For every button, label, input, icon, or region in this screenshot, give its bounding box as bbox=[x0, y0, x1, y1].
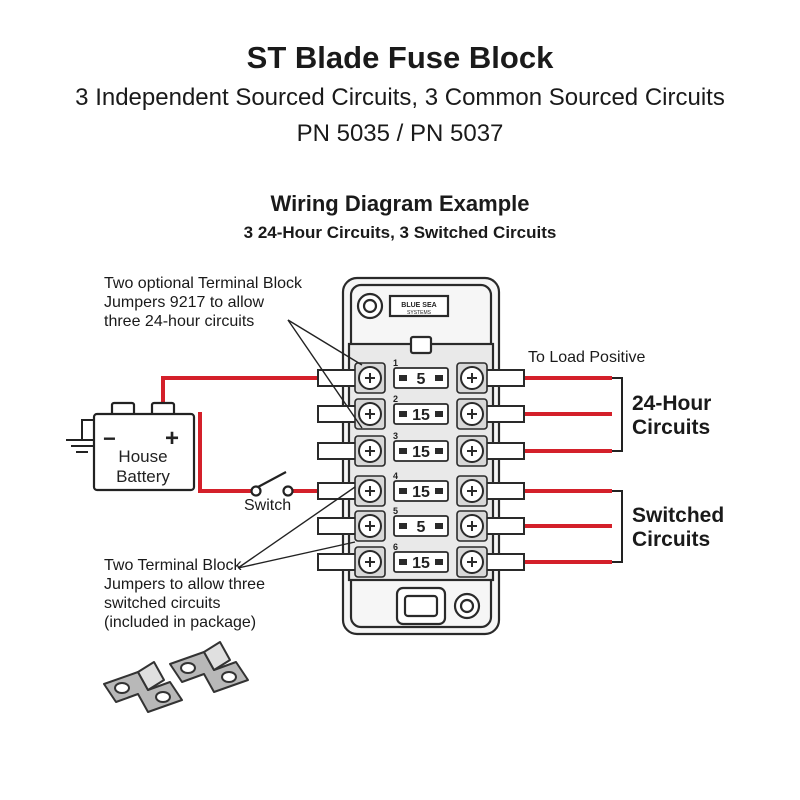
part-numbers: PN 5035 / PN 5037 bbox=[296, 120, 504, 147]
group-brackets bbox=[612, 377, 623, 563]
fuse-number-4: 4 bbox=[393, 471, 398, 481]
source-screw-4 bbox=[358, 479, 382, 503]
load-screw-5 bbox=[460, 514, 484, 538]
fuse-number-5: 5 bbox=[393, 506, 398, 516]
diagram-subtitle: 3 24-Hour Circuits, 3 Switched Circuits bbox=[243, 223, 557, 242]
source-screw-5 bbox=[358, 514, 382, 538]
leader-bottom-1 bbox=[237, 486, 356, 569]
source-screw-2 bbox=[358, 402, 382, 426]
fuse-number-6: 6 bbox=[393, 542, 398, 552]
page-subtitle: 3 Independent Sourced Circuits, 3 Common… bbox=[75, 84, 725, 111]
load-screw-3 bbox=[460, 439, 484, 463]
brand-sub: SYSTEMS bbox=[407, 310, 432, 316]
fuse-row-2: 15 2 bbox=[317, 394, 525, 430]
fuse-6 bbox=[393, 551, 449, 573]
switch-label: Switch bbox=[244, 497, 292, 514]
diagram-title: Wiring Diagram Example bbox=[270, 191, 530, 216]
group-24-hour-line-1: 24-Hour bbox=[632, 392, 712, 415]
source-wires bbox=[161, 376, 318, 493]
top-indicator bbox=[409, 335, 433, 355]
fuse-number-2: 2 bbox=[393, 394, 398, 404]
fuse-4 bbox=[393, 480, 449, 502]
fuse-1 bbox=[393, 367, 449, 389]
fuse-number-3: 3 bbox=[393, 431, 398, 441]
page-title: ST Blade Fuse Block bbox=[246, 40, 554, 75]
group-switched-line-1: Switched bbox=[632, 504, 725, 527]
group-switched-line-2: Circuits bbox=[632, 528, 711, 551]
leader-bottom-2 bbox=[237, 541, 356, 569]
battery-label-2: Battery bbox=[116, 467, 170, 486]
fuse-row-4: 15 4 bbox=[317, 471, 525, 507]
bracket-24-hour bbox=[612, 377, 623, 452]
note-included-jumpers: Two Terminal Block Jumpers to allow thre… bbox=[104, 556, 265, 632]
leader-top-2 bbox=[287, 319, 363, 429]
load-screw-2 bbox=[460, 402, 484, 426]
fuse-rating-5: 5 bbox=[417, 519, 426, 536]
fuse-rating-1: 5 bbox=[417, 371, 426, 388]
brand-name: BLUE SEA bbox=[401, 302, 436, 309]
source-screw-6 bbox=[358, 550, 382, 574]
note-top-line-3: three 24-hour circuits bbox=[104, 313, 255, 330]
fuse-number-1: 1 bbox=[393, 358, 398, 368]
terminal-jumpers bbox=[103, 641, 249, 713]
fuse-rating-4: 15 bbox=[412, 484, 430, 501]
load-screw-1 bbox=[460, 366, 484, 390]
load-screw-4 bbox=[460, 479, 484, 503]
load-label: To Load Positive bbox=[528, 349, 646, 366]
fuse-2 bbox=[393, 403, 449, 425]
note-bottom-line-1: Two Terminal Block bbox=[104, 557, 242, 574]
fuse-row-6: 15 6 bbox=[317, 542, 525, 578]
group-24-hour-label: 24-Hour Circuits bbox=[632, 392, 711, 440]
note-top-line-2: Jumpers 9217 to allow bbox=[104, 294, 265, 311]
note-top-line-1: Two optional Terminal Block bbox=[104, 275, 303, 292]
note-bottom-line-2: Jumpers to allow three bbox=[104, 576, 265, 593]
fuse-row-5: 55 bbox=[317, 506, 525, 542]
fuse-row-3: 15 3 bbox=[317, 431, 525, 467]
fuse-row-1: 51 bbox=[317, 358, 525, 394]
house-battery bbox=[92, 401, 196, 492]
jumper-2 bbox=[169, 641, 249, 693]
fuse-rating-6: 15 bbox=[412, 555, 430, 572]
fuse-3 bbox=[393, 440, 449, 462]
battery-label-1: House bbox=[118, 447, 167, 466]
leader-top-1 bbox=[287, 319, 363, 366]
source-screw-3 bbox=[358, 439, 382, 463]
switch-symbol bbox=[250, 471, 294, 497]
load-screw-6 bbox=[460, 550, 484, 574]
note-bottom-line-3: switched circuits bbox=[104, 595, 221, 612]
bracket-switched bbox=[612, 490, 623, 563]
fuse-rating-3: 15 bbox=[412, 444, 430, 461]
load-wires bbox=[524, 376, 612, 564]
source-screw-1 bbox=[358, 366, 382, 390]
fuse-5 bbox=[393, 515, 449, 537]
group-switched-label: Switched Circuits bbox=[632, 504, 724, 552]
leader-lines bbox=[237, 319, 363, 569]
brand-plate bbox=[388, 294, 450, 318]
group-24-hour-line-2: Circuits bbox=[632, 416, 711, 439]
jumper-1 bbox=[103, 661, 183, 713]
wire-battery-to-switch bbox=[198, 412, 252, 493]
note-optional-jumpers: Two optional Terminal Block Jumpers 9217… bbox=[104, 274, 302, 331]
battery-neg-symbol: − bbox=[103, 426, 116, 451]
fuse-rating-2: 15 bbox=[412, 407, 430, 424]
wire-battery-to-circuit-1 bbox=[161, 376, 318, 412]
note-bottom-line-4: (included in package) bbox=[104, 614, 257, 631]
battery-pos-symbol: + bbox=[165, 425, 179, 452]
